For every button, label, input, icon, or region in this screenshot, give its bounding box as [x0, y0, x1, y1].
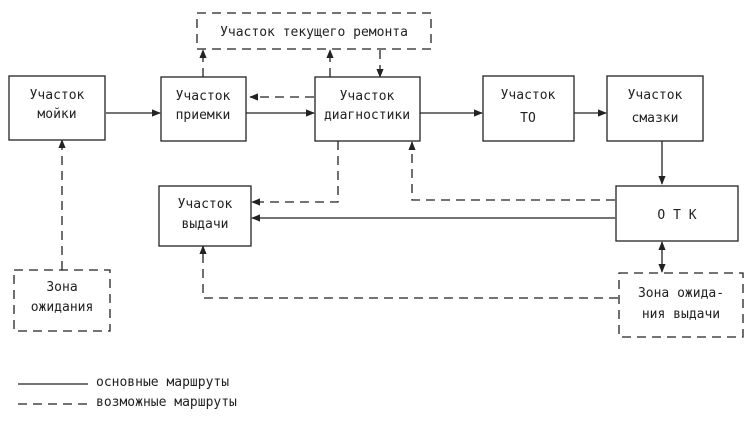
node-waiting: Зона ожидания — [13, 269, 111, 332]
connections — [58, 49, 666, 299]
node-to-line-2: ТО — [520, 111, 536, 126]
route-diagnostics-to-issue — [251, 141, 339, 206]
node-to: Участок ТО — [482, 75, 575, 142]
node-to-line-1: Участок — [501, 88, 556, 103]
node-reception-line-1: Участок — [176, 89, 231, 104]
node-lubrication-line-1: Участок — [628, 88, 683, 103]
node-lubrication: Участок смазки — [606, 75, 704, 142]
node-lubrication-line-2: смазки — [632, 111, 679, 126]
node-repair: Участок текущего ремонта — [196, 12, 432, 50]
node-waiting-issue: Зона ожида- ния выдачи — [618, 272, 744, 338]
node-washing: Участок мойки — [8, 75, 106, 141]
node-otk-label: О Т К — [657, 208, 696, 223]
node-issue: Участок выдачи — [158, 185, 252, 247]
legend-possible-label: возможные маршруты — [96, 395, 237, 410]
node-diagnostics-line-1: Участок — [340, 89, 395, 104]
node-issue-line-1: Участок — [178, 197, 233, 212]
node-diagnostics: Участок диагностики — [314, 76, 421, 142]
legend: основные маршруты возможные маршруты — [18, 375, 237, 410]
node-repair-line-1: Участок текущего ремонта — [220, 25, 408, 40]
legend-main-label: основные маршруты — [96, 375, 229, 390]
node-waiting-line-1: Зона — [46, 280, 77, 295]
node-reception: Участок приемки — [160, 76, 247, 142]
route-otk-to-diagnostics — [408, 141, 615, 201]
node-washing-line-1: Участок — [30, 88, 85, 103]
node-issue-line-2: выдачи — [182, 217, 229, 232]
node-reception-line-2: приемки — [176, 108, 231, 123]
node-waiting-issue-line-2: ния выдачи — [642, 307, 720, 322]
node-diagnostics-line-2: диагностики — [324, 108, 410, 123]
node-washing-line-2: мойки — [37, 107, 76, 122]
node-waiting-line-2: ожидания — [31, 300, 94, 315]
node-waiting-issue-line-1: Зона ожида- — [638, 286, 724, 301]
route-waiting-issue-to-issue — [199, 245, 618, 299]
node-otk: О Т К — [615, 185, 739, 242]
